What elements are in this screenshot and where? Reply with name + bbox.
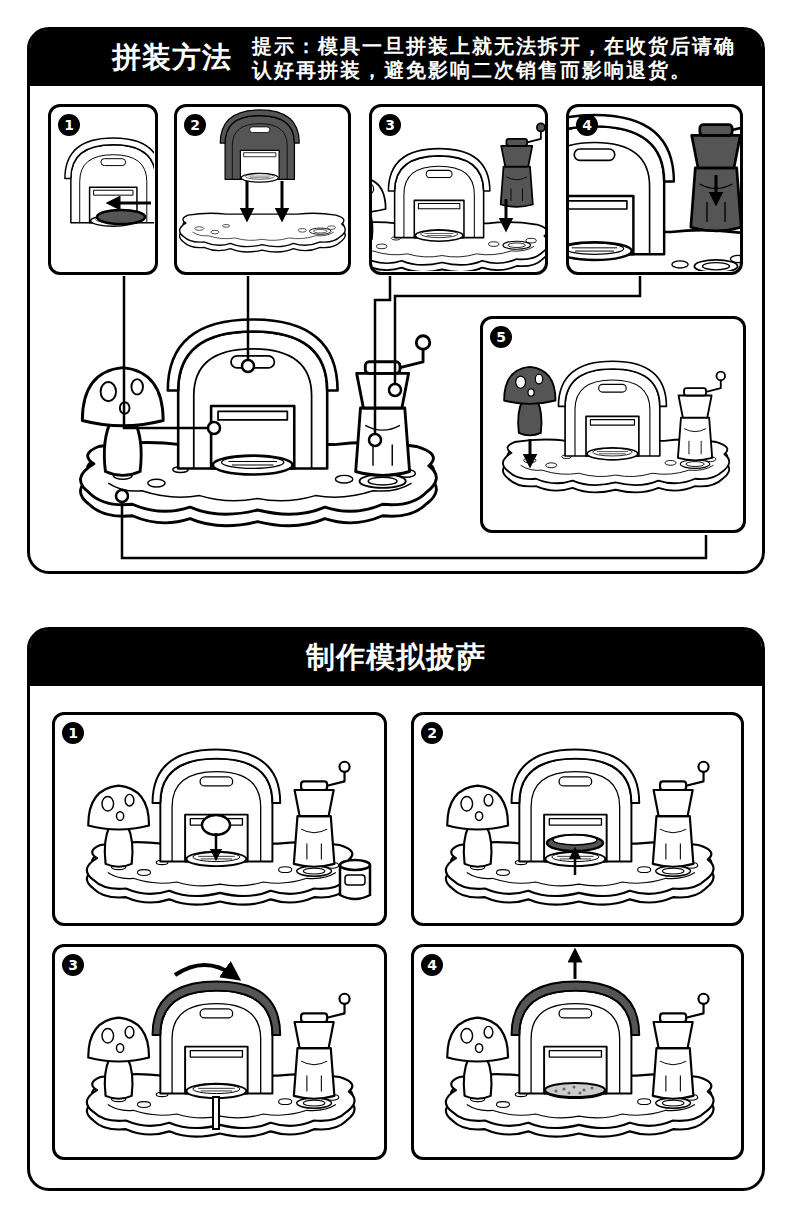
callout-number: 2	[184, 114, 206, 136]
callout-number: 4	[576, 114, 598, 136]
callout-number: 3	[379, 114, 401, 136]
step-box: 5	[480, 316, 746, 533]
step-box: 3	[52, 944, 387, 1160]
section-panel: 制作模拟披萨 1 2 3 4	[27, 627, 765, 1191]
note-text: 提示：模具一旦拼装上就无法拆开，在收货后请确认好再拼装，避免影响二次销售而影响退…	[252, 34, 742, 82]
header-band: 拼装方法提示：模具一旦拼装上就无法拆开，在收货后请确认好再拼装，避免影响二次销售…	[30, 30, 762, 86]
step-box: 1	[48, 104, 158, 275]
section-panel: 拼装方法提示：模具一旦拼装上就无法拆开，在收货后请确认好再拼装，避免影响二次销售…	[27, 27, 765, 574]
callout-number: 2	[421, 722, 443, 744]
callout-number: 1	[62, 722, 84, 744]
header-band: 制作模拟披萨	[30, 630, 762, 686]
step-box: 2	[411, 712, 744, 926]
section-heading: 拼装方法	[112, 38, 232, 78]
callout-number: 1	[58, 114, 80, 136]
step-box: 3	[369, 104, 548, 275]
step-box: 4	[566, 104, 743, 275]
step-box: 4	[411, 944, 744, 1160]
step-box: 1	[52, 712, 387, 926]
callout-number: 5	[490, 326, 512, 348]
callout-number: 3	[62, 954, 84, 976]
callout-number: 4	[421, 954, 443, 976]
section-heading: 制作模拟披萨	[306, 638, 486, 678]
step-box: 2	[174, 104, 351, 275]
